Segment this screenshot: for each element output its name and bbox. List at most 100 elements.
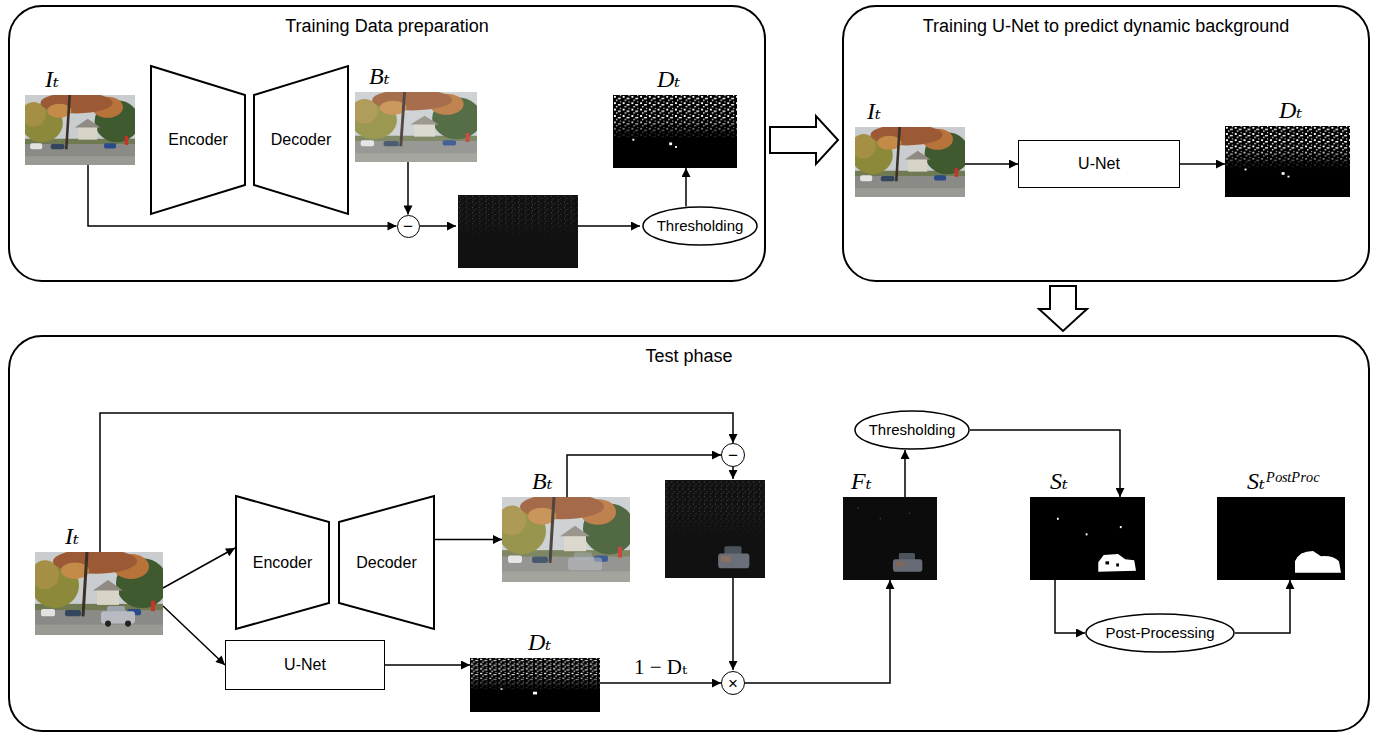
text-holder: Sₜᴾᵒˢᵗᴾʳᵒᶜ — [1247, 467, 1318, 495]
text-holder: × — [722, 672, 744, 694]
text-holder: − — [722, 444, 744, 466]
image-label: Dₜ — [657, 66, 680, 92]
trapezoid-outline — [339, 496, 434, 629]
operation-ellipse: Thresholding — [854, 410, 970, 450]
stage-panel: Test phaseIₜEncoder Decoder Bₜ − U-Net Dₜ × Fₜ T… — [8, 335, 1370, 732]
connector — [88, 165, 397, 226]
connector — [770, 116, 838, 164]
image-thumbnail: Iₜ — [855, 127, 965, 197]
image-content — [1030, 497, 1145, 580]
block-label: Decoder — [356, 553, 416, 573]
image-thumbnail: Fₜ — [843, 497, 937, 580]
panel-title: Test phase — [645, 346, 732, 366]
operation-label: Post-Processing — [1105, 624, 1214, 642]
text-holder: 1 − Dₜ — [634, 655, 687, 679]
operation-ellipse: Post-Processing — [1085, 613, 1235, 653]
flow-arrow — [578, 225, 640, 227]
text-holder: U-Net — [226, 641, 384, 689]
block-label: Decoder — [271, 130, 331, 150]
image-label: Bₜ — [369, 63, 390, 89]
connector — [163, 548, 235, 588]
image-picture — [502, 497, 630, 582]
image-picture — [470, 658, 600, 712]
text-holder: U-Net — [1019, 141, 1179, 187]
image-label: Iₜ — [45, 66, 59, 92]
connector — [435, 539, 502, 541]
text-holder: Iₜ — [65, 522, 79, 550]
ellipse-outline — [1086, 614, 1234, 652]
image-picture — [1030, 497, 1145, 580]
text-holder: Fₜ — [851, 467, 872, 495]
panel-title: Training Data preparation — [285, 16, 488, 36]
image-picture — [25, 95, 135, 165]
network-box: U-Net — [1018, 140, 1180, 188]
image-content — [1225, 126, 1350, 197]
edge-label: 1 − Dₜ — [634, 655, 687, 679]
ellipse-outline — [855, 411, 969, 449]
text-holder: Dₜ — [657, 65, 680, 93]
connector — [970, 430, 1120, 497]
trapezoid-outline — [151, 66, 245, 214]
image-label: Dₜ — [528, 629, 551, 655]
image-label: Fₜ — [851, 468, 872, 494]
image-thumbnail: Dₜ — [470, 658, 600, 712]
operation-label: Thresholding — [657, 217, 744, 235]
connector — [1055, 580, 1085, 633]
operation-label: Thresholding — [869, 421, 956, 439]
flow-arrow — [420, 225, 456, 227]
image-content — [470, 658, 600, 712]
connector — [1039, 286, 1087, 331]
text-holder: Dₜ — [1279, 96, 1302, 124]
flow-arrow — [732, 578, 734, 670]
image-content — [1217, 497, 1345, 580]
image-picture — [613, 95, 737, 168]
operator-circle: − — [397, 215, 420, 238]
image-label: Sₜᴾᵒˢᵗᴾʳᵒᶜ — [1247, 468, 1318, 494]
connector — [567, 455, 721, 497]
connector — [1235, 580, 1290, 633]
text-holder: Decoder — [253, 65, 349, 215]
text-holder: Dₜ — [528, 628, 551, 656]
text-holder: Decoder — [338, 495, 435, 630]
decoder-block: Decoder — [253, 65, 349, 215]
encoder-block: Encoder — [150, 65, 246, 215]
image-thumbnail: Bₜ — [502, 497, 630, 582]
image-picture — [1217, 497, 1345, 580]
operator-circle: × — [721, 671, 745, 695]
encoder-block: Encoder — [235, 495, 330, 630]
image-thumbnail: Iₜ — [25, 95, 135, 165]
block-label: Encoder — [168, 130, 228, 150]
operator-symbol: × — [728, 675, 738, 692]
block-label: U-Net — [1078, 154, 1120, 174]
connector — [100, 413, 733, 552]
connector — [385, 664, 470, 666]
image-label: Dₜ — [1279, 97, 1302, 123]
image-content — [852, 124, 970, 197]
block-label: U-Net — [284, 655, 326, 675]
ellipse-outline — [643, 207, 757, 245]
image-thumbnail: Sₜᴾᵒˢᵗᴾʳᵒᶜ — [1217, 497, 1345, 580]
text-holder: Bₜ — [369, 62, 390, 90]
image-picture — [355, 92, 477, 162]
connector — [1180, 163, 1225, 165]
connector — [163, 606, 225, 665]
panel-title: Training U-Net to predict dynamic backgr… — [923, 16, 1290, 36]
text-holder: Encoder — [150, 65, 246, 215]
image-picture — [843, 497, 937, 580]
text-holder: Post-Processing — [1085, 613, 1235, 653]
connector — [685, 168, 687, 207]
image-picture — [35, 552, 163, 635]
text-holder: Thresholding — [854, 410, 970, 450]
image-picture — [1225, 126, 1350, 197]
difference-image — [458, 195, 578, 268]
image-label: Iₜ — [867, 98, 881, 124]
text-holder: Thresholding — [642, 206, 758, 246]
image-content — [22, 92, 140, 165]
image-content — [843, 497, 937, 580]
block-label: Encoder — [253, 553, 313, 573]
text-holder: Iₜ — [867, 97, 881, 125]
connector — [904, 450, 906, 497]
connector — [745, 580, 890, 683]
text-holder: Encoder — [235, 495, 330, 630]
